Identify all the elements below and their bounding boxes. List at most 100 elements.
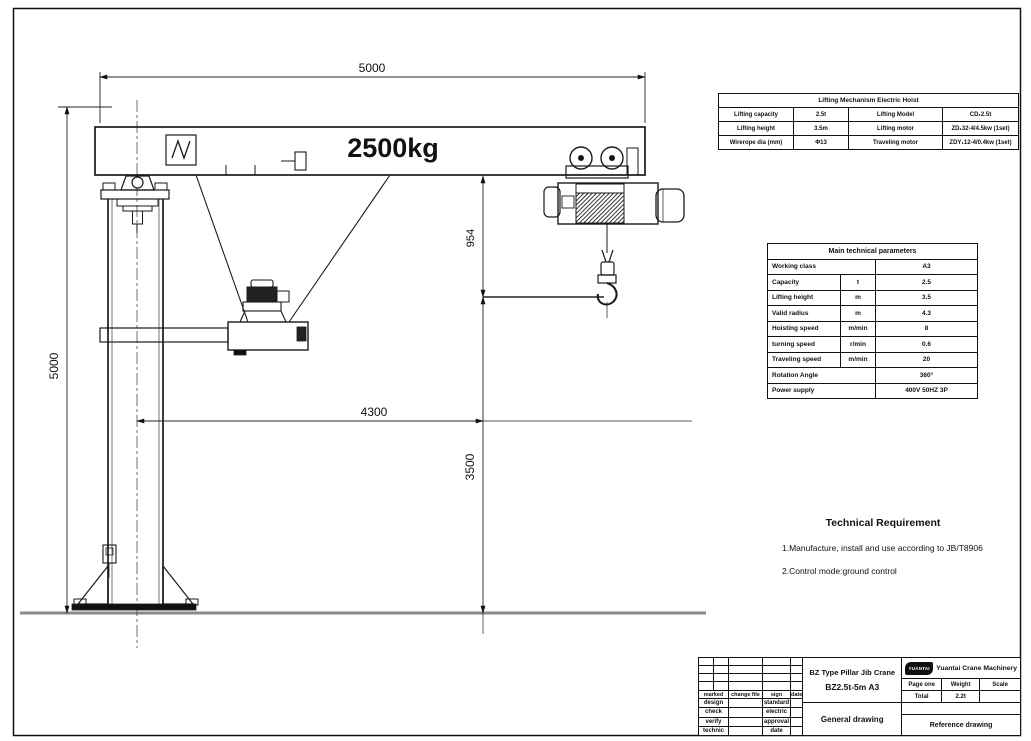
page-border (12, 7, 1022, 737)
cell: marked (699, 691, 729, 698)
cell: date (791, 691, 803, 698)
cell: Lifting height (767, 289, 841, 306)
cell: technic (699, 726, 729, 735)
empty-cell (902, 703, 1020, 715)
cell: 400V 50HZ 3P (874, 382, 979, 399)
cell: Lifting capacity (718, 107, 794, 122)
cell: Φ13 (793, 135, 849, 150)
cell: r/min (840, 336, 876, 353)
cell: ZDY₁12-4/0.4kw (1set) (941, 135, 1020, 150)
cell (791, 727, 802, 735)
cell (729, 726, 763, 735)
technical-requirement-item: 2.Control mode:ground control (782, 566, 897, 576)
cell: Hoisting speed (767, 320, 841, 337)
technical-requirement-item: 1.Manufacture, install and use according… (782, 543, 983, 553)
cell: 8 (874, 320, 979, 337)
table-row: Power supply 400V 50HZ 3P (767, 382, 979, 399)
hoist-motor (655, 188, 685, 223)
table-row: Lifting height m 3.5 (767, 289, 979, 306)
brand-zigzag-icon (171, 139, 191, 160)
table-row: Hoisting speed m/min 8 (767, 320, 979, 337)
model-number: BZ2.5t-5m A3 (825, 682, 880, 692)
cell: 3.5 (874, 289, 979, 306)
cell (729, 717, 763, 726)
cell: m/min (840, 320, 876, 337)
cell (729, 699, 763, 708)
signature-row: check electric (699, 708, 803, 718)
load-capacity-label: 2500kg (347, 133, 439, 163)
cell: change file (729, 691, 763, 698)
cell: Traveling speed (767, 351, 841, 368)
cell (729, 708, 763, 717)
cell: 4.3 (874, 305, 979, 322)
reference-drawing-cell: Reference drawing (929, 721, 993, 729)
cell (980, 691, 1020, 702)
cell: Valid radius (767, 305, 841, 322)
cell: turning speed (767, 336, 841, 353)
cell: A3 (874, 258, 979, 275)
table-row: Wirerope dia (mm) Φ13 Traveling motor ZD… (718, 135, 1020, 150)
dimension-lines (58, 72, 692, 634)
signature-row: verify approval (699, 717, 803, 727)
cell: design (699, 699, 729, 708)
params-table-title: Main technical parameters (766, 243, 979, 260)
drive-motor-icon (246, 286, 278, 303)
company-name: Yuantai Crane Machinery (936, 664, 1017, 672)
cell: 360° (874, 367, 979, 384)
cell (791, 708, 802, 716)
cell: Page one (902, 679, 943, 690)
cell: Lifting height (718, 121, 794, 136)
dim-radius: 4300 (361, 405, 388, 419)
drawing-name-section: BZ Type Pillar Jib Crane BZ2.5t-5m A3 Ge… (803, 658, 903, 735)
brand-mark-box (165, 134, 197, 166)
table-row: Main technical parameters (766, 243, 979, 260)
cell: 3.5m (793, 121, 849, 136)
cell: check (699, 708, 729, 717)
cell: Traveling motor (848, 135, 943, 150)
signature-row: technic date (699, 726, 802, 735)
cell: standard (763, 699, 791, 708)
cell (791, 718, 802, 726)
revision-signature-section: marked change file sign date design stan… (699, 658, 804, 735)
cell (791, 699, 802, 707)
revision-grid (699, 658, 803, 691)
technical-requirement-title: Technical Requirement (825, 517, 941, 529)
signature-row: design standard (699, 699, 803, 709)
dim-column-height: 5000 (47, 352, 61, 379)
cell: electric (763, 708, 791, 717)
weight-scale-header-row: Page one Weight Scale (902, 679, 1020, 691)
pillar-column (100, 175, 170, 604)
cell: 2.2t (942, 691, 981, 702)
cell: verify (699, 717, 729, 726)
hoist-table-title: Lifting Mechanism Electric Hoist (717, 93, 1020, 108)
trolley-wheel-icon (600, 146, 624, 170)
cell: m (840, 289, 876, 306)
slewing-drive (99, 174, 391, 356)
cell: Lifting motor (848, 121, 943, 136)
hoist-trolley (543, 146, 685, 225)
cell: Weight (942, 679, 981, 690)
cell: Total (902, 691, 943, 702)
weight-scale-value-row: Total 2.2t (902, 691, 1020, 703)
trolley-wheel-icon (569, 146, 593, 170)
table-row: Valid radius m 4.3 (767, 305, 979, 322)
table-row: Rotation Angle 360° (767, 367, 979, 384)
product-name: BZ Type Pillar Jib Crane (809, 668, 896, 677)
table-row: Lifting Mechanism Electric Hoist (717, 93, 1020, 108)
cell: approval (763, 717, 791, 726)
cell: 20 (874, 351, 979, 368)
cell: Capacity (767, 274, 841, 291)
cell: CD₁2.5t (941, 107, 1020, 122)
cell: date (763, 726, 791, 735)
cell: Wirerope dia (mm) (718, 135, 794, 150)
cell: Lifting Model (848, 107, 943, 122)
base-assembly (71, 564, 199, 611)
hook-assembly (596, 224, 618, 318)
table-row: Working class A3 (767, 258, 979, 275)
table-row: Lifting capacity 2.5t Lifting Model CD₁2… (718, 107, 1020, 122)
hoist-spec-table: Lifting Mechanism Electric Hoist Lifting… (717, 93, 1020, 150)
table-row: Lifting height 3.5m Lifting motor ZD₁32-… (718, 121, 1020, 136)
hook-icon (596, 282, 618, 306)
